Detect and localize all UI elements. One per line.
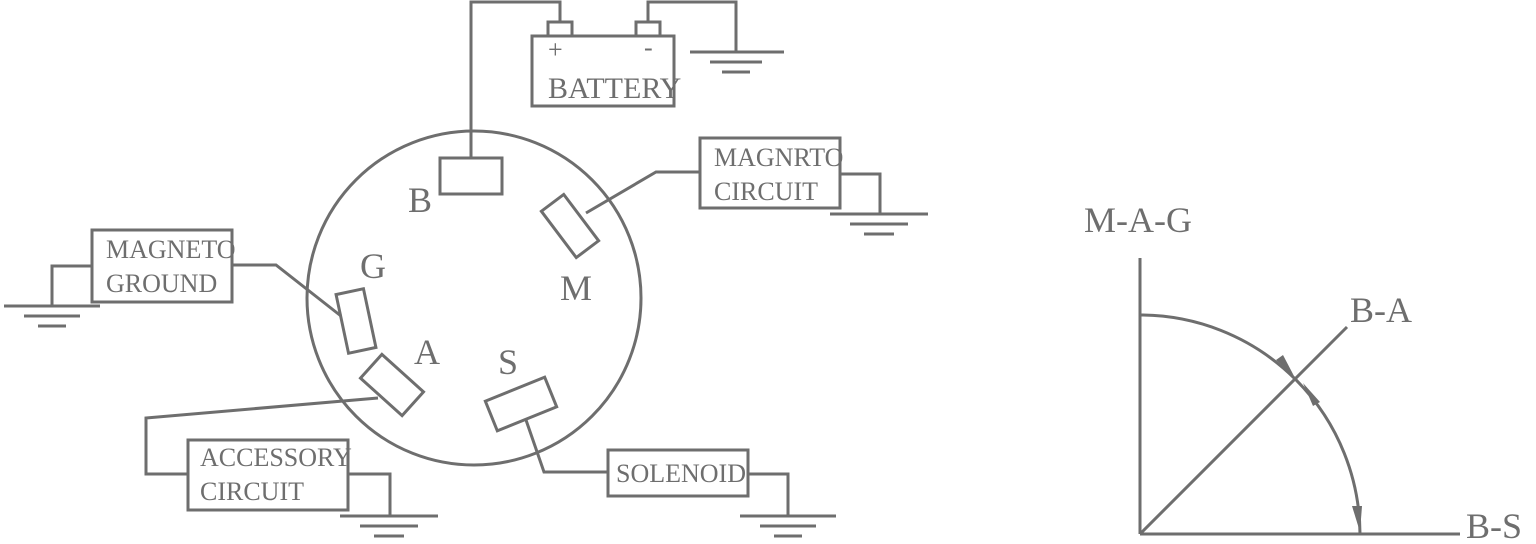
magnrto-circuit-wire <box>585 170 700 215</box>
magnrto-circuit-label-line2: CIRCUIT <box>714 177 818 206</box>
position-arc <box>1139 313 1362 535</box>
battery: + - BATTERY <box>530 20 681 108</box>
magnrto-ground-wire <box>840 172 882 214</box>
battery-plus-sign: + <box>548 35 563 64</box>
terminal-s <box>483 375 559 433</box>
accessory-circuit-box <box>186 438 350 512</box>
terminal-g <box>334 286 378 356</box>
battery-minus-sign: - <box>644 33 653 62</box>
terminal-m <box>539 192 601 260</box>
terminal-g-label: G <box>360 246 386 286</box>
accessory-circuit-label-line1: ACCESSORY <box>200 443 352 472</box>
magneto-ground-label-line1: MAGNETO <box>106 235 236 264</box>
accessory-circuit-label-line2: CIRCUIT <box>200 477 304 506</box>
accessory-circuit-wire <box>144 396 379 476</box>
magneto-ground-box <box>90 228 234 304</box>
battery-terminal-positive <box>546 20 574 38</box>
battery-negative-wire <box>646 0 738 52</box>
position-label-bs: B-S <box>1466 506 1522 544</box>
terminal-a-label: A <box>414 332 440 372</box>
battery-positive-wire <box>469 0 562 158</box>
magnrto-circuit-label-line1: MAGNRTO <box>714 143 843 172</box>
arrow-head-to-bs-icon <box>1352 506 1362 532</box>
battery-body <box>530 34 676 108</box>
ignition-switch-body <box>305 129 643 467</box>
terminal-b <box>438 156 504 196</box>
arrow-head-from-ba-icon <box>1303 383 1320 406</box>
solenoid-box <box>606 448 750 498</box>
battery-label: BATTERY <box>548 72 681 105</box>
terminal-m-label: M <box>560 268 592 308</box>
key-position-diagram: M-A-G B-A B-S <box>1084 200 1522 544</box>
position-label-ba: B-A <box>1350 290 1412 330</box>
position-ba-line <box>1138 325 1349 536</box>
solenoid-label: SOLENOID <box>616 459 746 488</box>
accessory-ground-wire <box>348 472 392 516</box>
solenoid-wire <box>524 419 608 474</box>
magneto-ground-label-line2: GROUND <box>106 269 217 298</box>
magnrto-ground-symbol <box>830 212 928 236</box>
terminal-a <box>358 352 426 418</box>
battery-ground-symbol <box>690 50 784 74</box>
magneto-ground-wire <box>232 263 342 318</box>
arrow-head-to-ba-icon <box>1276 355 1294 376</box>
solenoid-ground-symbol <box>740 514 836 538</box>
accessory-ground-symbol <box>340 514 438 538</box>
position-label-mag: M-A-G <box>1084 200 1192 240</box>
magneto-ground-to-earth-wire <box>50 264 92 306</box>
terminal-s-label: S <box>498 342 518 382</box>
magnrto-circuit-box <box>698 136 842 210</box>
solenoid-ground-wire <box>748 472 790 516</box>
magneto-ground-symbol <box>4 304 100 328</box>
terminal-b-label: B <box>408 180 432 220</box>
